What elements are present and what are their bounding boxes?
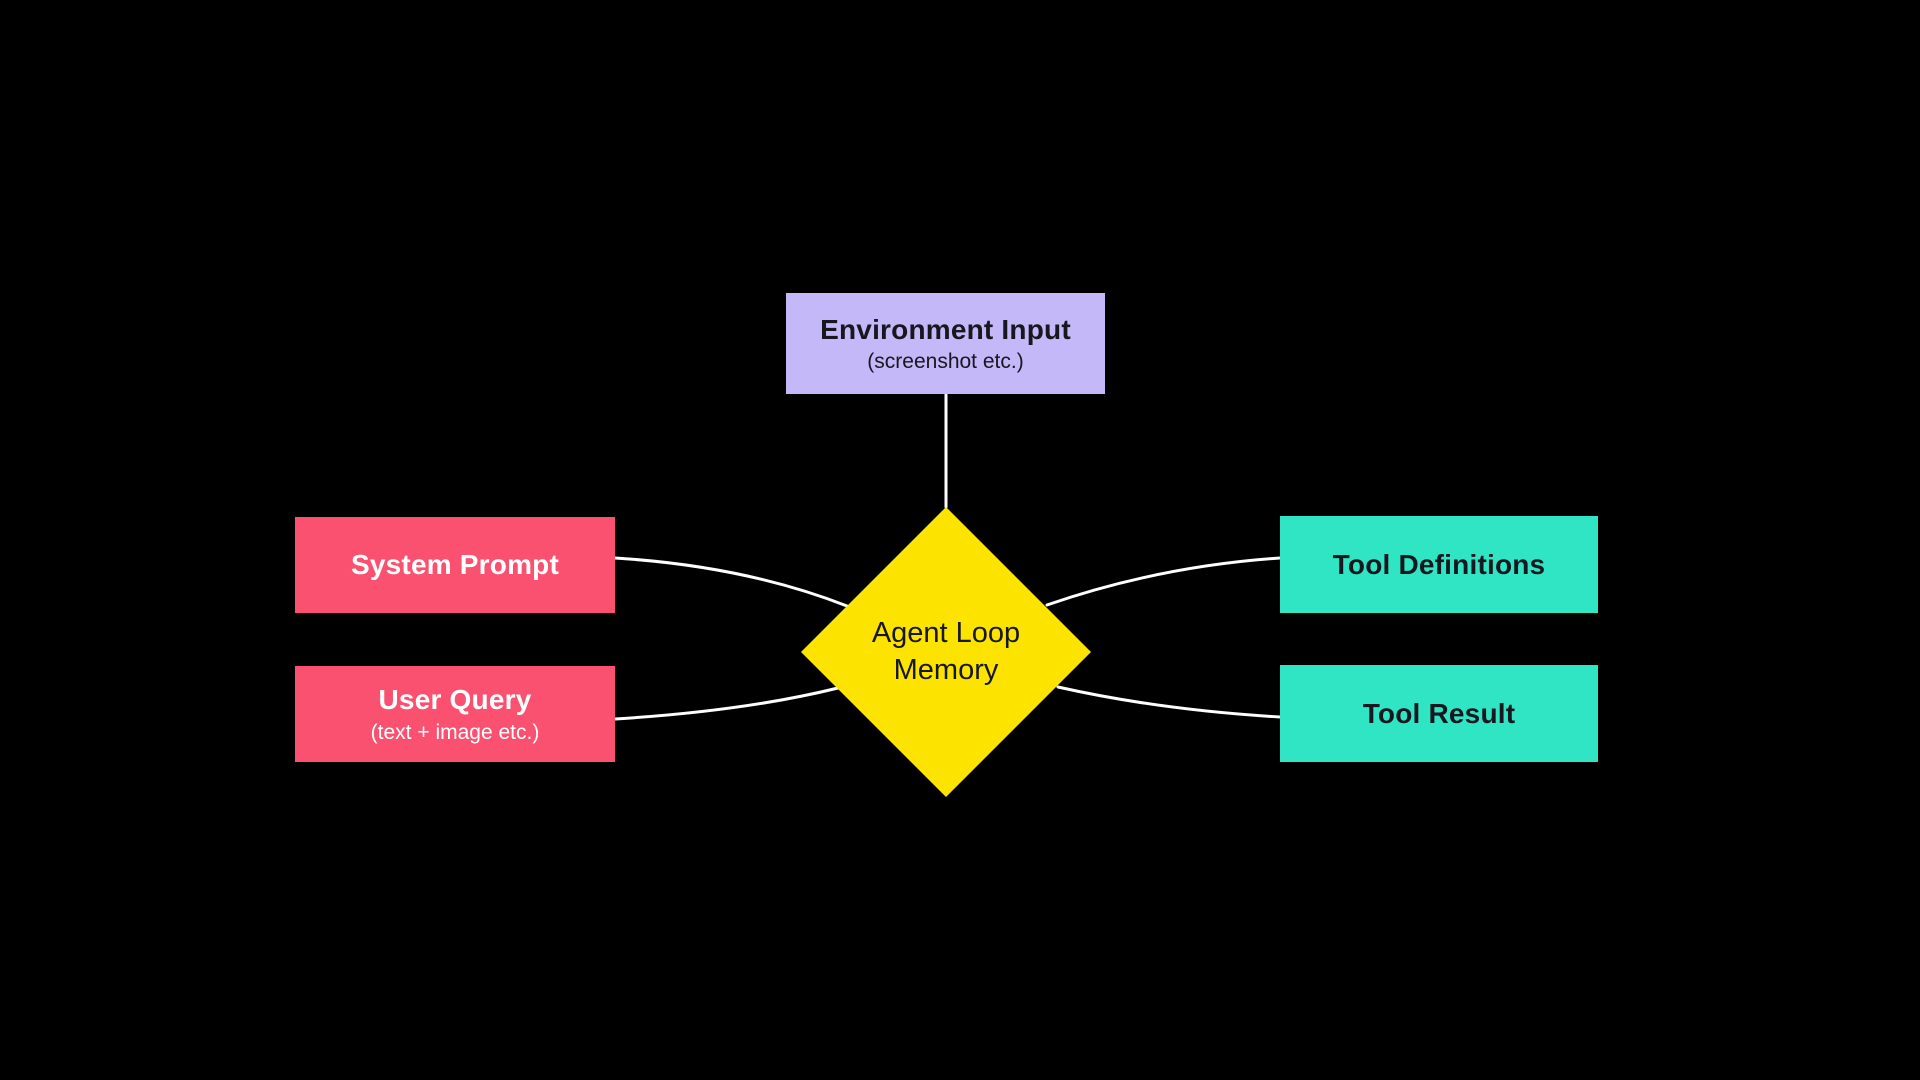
connector-user-query-to-loop <box>613 686 840 721</box>
node-user-query: User Query (text + image etc.) <box>295 666 615 762</box>
environment-input-subtitle: (screenshot etc.) <box>867 350 1024 374</box>
node-environment-input: Environment Input (screenshot etc.) <box>786 293 1105 394</box>
tool-definitions-title: Tool Definitions <box>1332 548 1546 580</box>
agent-loop-label-line2: Memory <box>893 654 999 686</box>
agent-loop-label-line1: Agent Loop <box>871 617 1021 649</box>
node-system-prompt: System Prompt <box>295 517 615 613</box>
connector-system-prompt-to-loop <box>613 556 849 608</box>
node-tool-result: Tool Result <box>1280 665 1598 762</box>
system-prompt-title: System Prompt <box>351 549 559 581</box>
user-query-title: User Query <box>378 684 532 716</box>
tool-result-title: Tool Result <box>1362 697 1516 729</box>
node-tool-definitions: Tool Definitions <box>1280 516 1598 613</box>
environment-input-title: Environment Input <box>820 313 1071 345</box>
connector-loop-to-tool-result <box>1056 685 1282 719</box>
connector-loop-to-tool-definitions <box>1045 556 1282 607</box>
user-query-subtitle: (text + image etc.) <box>370 720 540 744</box>
agent-loop-diamond <box>801 507 1091 797</box>
agent-loop-label: Agent Loop Memory <box>846 608 1046 696</box>
